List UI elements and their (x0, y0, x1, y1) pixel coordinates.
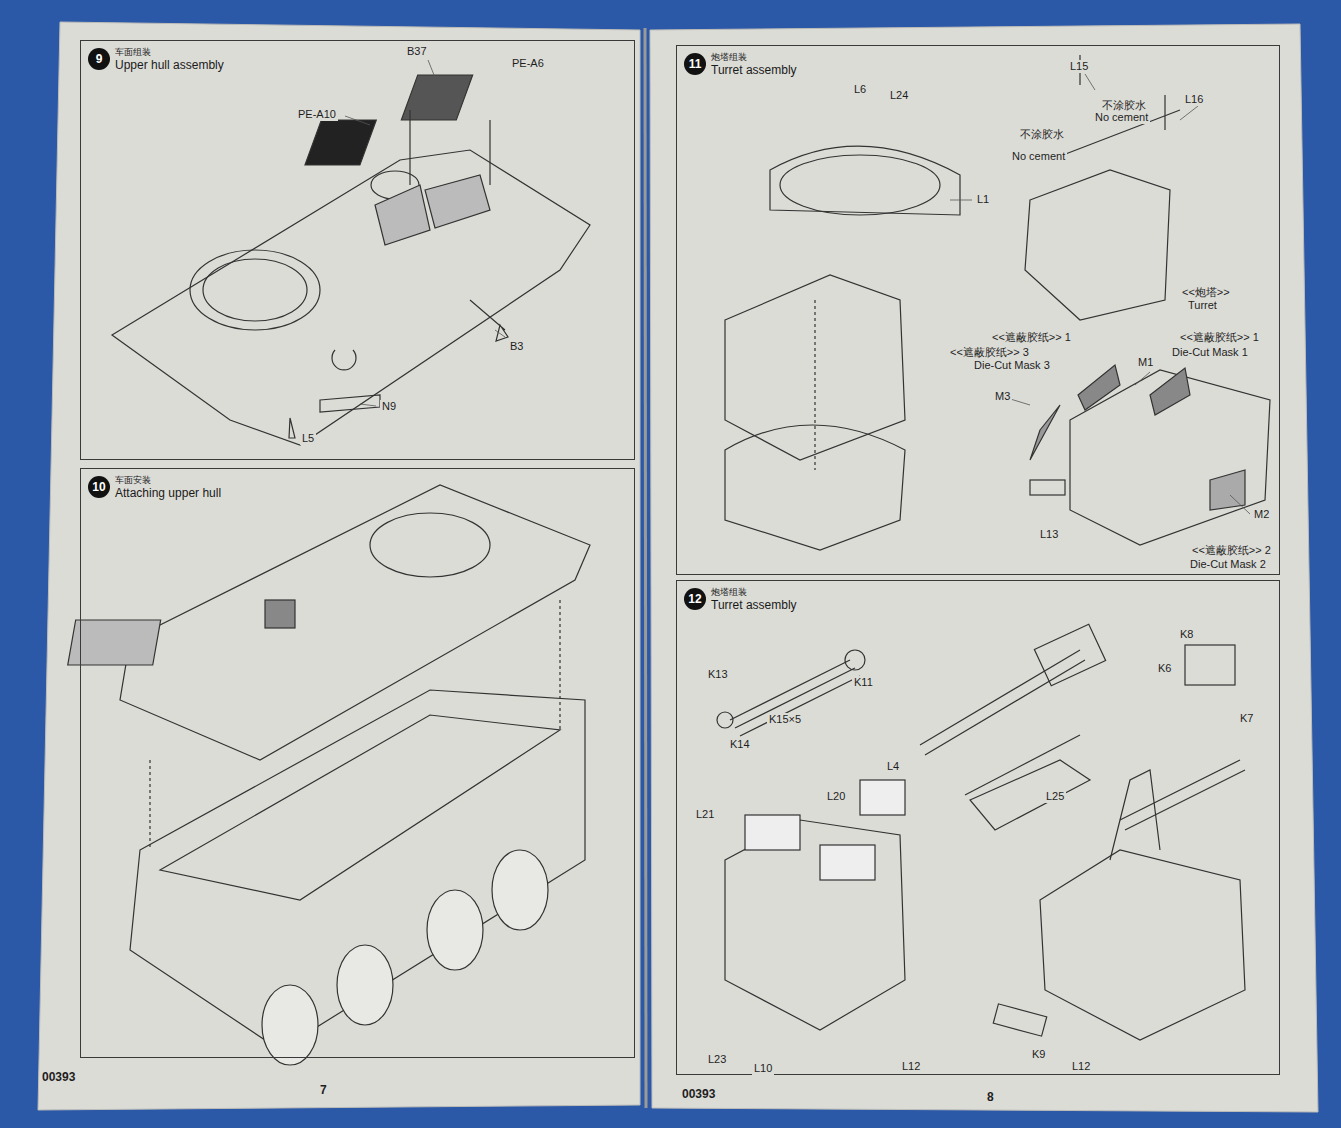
part-label: L24 (888, 89, 910, 102)
part-label: B37 (405, 45, 429, 58)
page-number: 8 (985, 1091, 996, 1104)
part-label: PE-A10 (296, 108, 338, 121)
step-heading: 炮塔组装Turret assembly (711, 52, 797, 77)
hull-top (112, 150, 590, 445)
part-label: <<遮蔽胶纸>> 1 (990, 331, 1073, 344)
heading-english: Turret assembly (711, 598, 797, 612)
step-number: 11 (684, 53, 706, 75)
page-number: 7 (318, 1084, 329, 1097)
step-number-text: 9 (88, 48, 110, 70)
part-label: M3 (993, 390, 1012, 403)
part-label: 不涂胶水 (1018, 128, 1066, 141)
part-label: Turret (1186, 299, 1219, 312)
part-label: K9 (1030, 1048, 1047, 1061)
part-label: L13 (1038, 528, 1060, 541)
step-heading: 车面安装Attaching upper hull (115, 475, 221, 500)
gun-barrels (730, 660, 860, 736)
hull-lower (130, 690, 585, 1050)
step-number-text: 12 (684, 588, 706, 610)
part-label: M2 (1252, 508, 1271, 521)
part-label: L6 (852, 83, 868, 96)
part-label: L15 (1068, 60, 1090, 73)
heading-english: Turret assembly (711, 63, 797, 77)
part-label: L20 (825, 790, 847, 803)
part-label: Die-Cut Mask 3 (972, 359, 1052, 372)
left-page (38, 22, 640, 1110)
step-panel: 车面组装Upper hull assembly9 (80, 40, 635, 460)
turret-body (1025, 170, 1170, 320)
part-label: K6 (1156, 662, 1173, 675)
turret-assembled (725, 820, 905, 1030)
part-label: No cement (1010, 150, 1067, 163)
part-label: L23 (706, 1053, 728, 1066)
part-label: <<遮蔽胶纸>> 2 (1190, 544, 1273, 557)
step-heading: 炮塔组装Turret assembly (711, 587, 797, 612)
page-number: 00393 (40, 1071, 77, 1084)
hatch-ring (190, 250, 320, 330)
turret-floor (770, 146, 960, 215)
heading-chinese: 车面组装 (115, 47, 224, 58)
heading-english: Upper hull assembly (115, 58, 224, 72)
page-number: 00393 (680, 1088, 717, 1101)
step-number-text: 10 (88, 476, 110, 498)
part-label: K14 (728, 738, 752, 751)
photo-etch (305, 120, 376, 165)
part-label: L12 (900, 1060, 922, 1073)
right-page (650, 24, 1318, 1112)
part-label: N9 (380, 400, 398, 413)
part-label: L10 (752, 1062, 774, 1075)
part-label: K15×5 (767, 713, 803, 726)
step-panel: 炮塔组装Turret assembly12 (676, 580, 1280, 1075)
heading-chinese: 车面安装 (115, 475, 221, 486)
part-label: Die-Cut Mask 2 (1188, 558, 1268, 571)
part-label: K11 (852, 676, 875, 689)
part-label: L16 (1183, 93, 1205, 106)
step-heading: 车面组装Upper hull assembly (115, 47, 224, 72)
hull-upper (120, 485, 590, 760)
step-number-text: 11 (684, 53, 706, 75)
part-label: K7 (1238, 712, 1255, 725)
part-label: L21 (694, 808, 716, 821)
step-number: 12 (684, 588, 706, 610)
part-label: <<炮塔>> (1180, 286, 1232, 299)
step-panel: 车面安装Attaching upper hull10 (80, 468, 635, 1058)
heading-chinese: 炮塔组装 (711, 587, 797, 598)
heading-english: Attaching upper hull (115, 486, 221, 500)
part-label: L1 (975, 193, 991, 206)
part-label: L5 (300, 432, 316, 445)
part-label: L4 (885, 760, 901, 773)
spine (645, 28, 646, 1108)
part-label: No cement (1093, 111, 1150, 124)
part-label: B3 (508, 340, 525, 353)
heading-chinese: 炮塔组装 (711, 52, 797, 63)
part-label: K8 (1178, 628, 1195, 641)
part-label: <<遮蔽胶纸>> 1 (1178, 331, 1261, 344)
part-label: M1 (1136, 356, 1155, 369)
wheel (492, 850, 548, 930)
part-label: Die-Cut Mask 1 (1170, 346, 1250, 359)
step-number: 10 (88, 476, 110, 498)
part-label: <<遮蔽胶纸>> 3 (948, 346, 1031, 359)
part-label: K13 (706, 668, 730, 681)
part-label: L12 (1070, 1060, 1092, 1073)
step-number: 9 (88, 48, 110, 70)
part-label: L25 (1044, 790, 1066, 803)
part-label: PE-A6 (510, 57, 546, 70)
